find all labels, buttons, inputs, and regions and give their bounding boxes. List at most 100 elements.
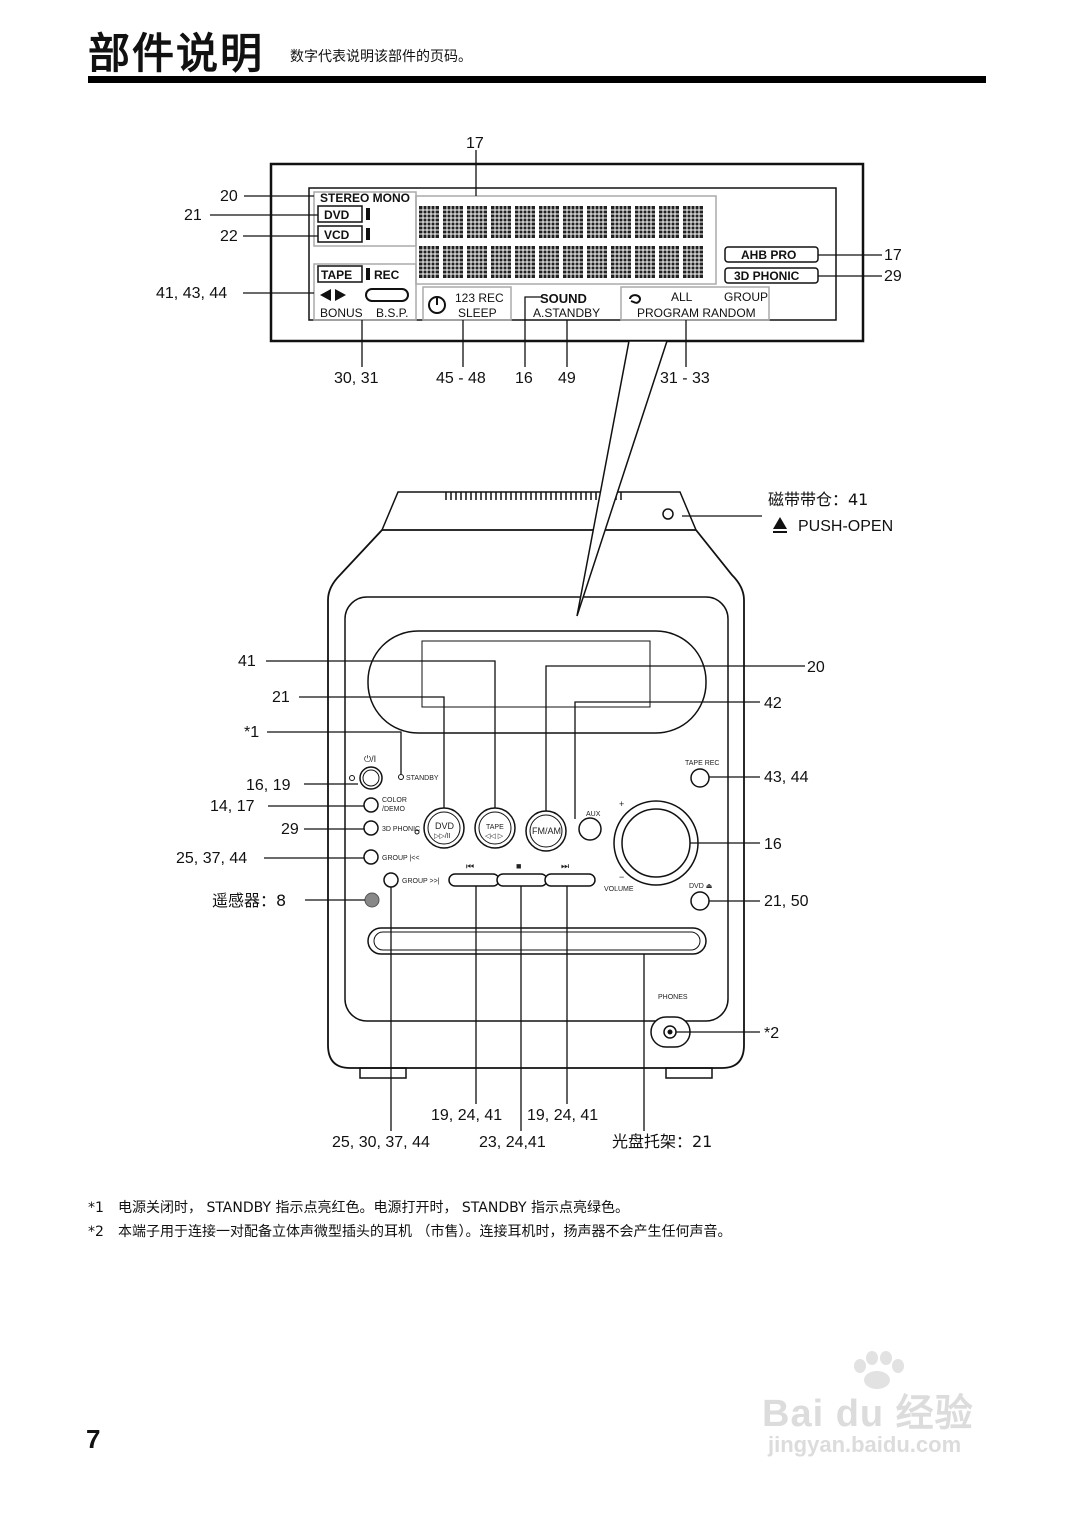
disc-tray-label: 光盘托架：21 <box>612 1132 712 1151</box>
power-symbol-label: ⏻/I <box>364 754 376 764</box>
standby-label: STANDBY <box>406 775 439 782</box>
callout-skip-prev: 19, 24, 41 <box>431 1107 502 1124</box>
standby-lamp <box>398 774 404 780</box>
callout-3d-phonic: 29 <box>884 268 902 285</box>
page-number: 7 <box>86 1424 101 1454</box>
disc-tray[interactable] <box>367 927 707 955</box>
color-demo-label-2: /DEMO <box>382 806 406 813</box>
dvd-button-sublabel: ▷▷/II <box>434 833 451 840</box>
tape-button-sublabel: ◁◁ ▷ <box>485 833 504 840</box>
dot-matrix-cell <box>539 246 559 278</box>
volume-knob[interactable] <box>621 808 691 878</box>
skip-next-button[interactable] <box>544 873 596 887</box>
aux-button[interactable] <box>578 817 602 841</box>
3d-phonic-button[interactable] <box>363 820 379 836</box>
callout-fm-am: 20 <box>807 659 825 676</box>
dvd-eject-button[interactable] <box>690 891 710 911</box>
dot-matrix-cell <box>683 246 703 278</box>
tape-compartment-label: 磁带带仓：41 <box>768 490 868 509</box>
dot-matrix-cell <box>467 206 487 238</box>
dvd-indicator: DVD <box>324 208 350 222</box>
callout-dvd-eject: 21, 50 <box>764 893 809 910</box>
tape-rec-button[interactable] <box>690 768 710 788</box>
dot-matrix-cell <box>587 246 607 278</box>
dot-matrix-cell <box>659 206 679 238</box>
watermark-brand: Bai du 经验 <box>762 1393 974 1435</box>
display-window <box>367 630 707 734</box>
callout-color-demo: 14, 17 <box>210 798 255 815</box>
callout-skip-next: 19, 24, 41 <box>527 1107 598 1124</box>
stereo-mono-indicator: STEREO MONO <box>320 191 410 205</box>
callout-17-top: 17 <box>466 135 484 152</box>
callout-a-standby: 49 <box>558 370 576 387</box>
watermark-url: jingyan.baidu.com <box>768 1432 962 1457</box>
fm-am-label: FM/AM <box>532 826 561 836</box>
page-subtitle: 数字代表说明该部件的页码。 <box>290 49 472 65</box>
3d-phonic-indicator: 3D PHONIC <box>734 269 800 283</box>
callout-ahb-pro: 17 <box>884 247 902 264</box>
stop-button[interactable] <box>496 873 548 887</box>
bsp-indicator: B.S.P. <box>376 306 408 320</box>
callout-sleep: 45 - 48 <box>436 370 486 387</box>
push-open-button[interactable] <box>662 508 674 520</box>
stop-icon: ■ <box>516 861 521 871</box>
remote-sensor-label: 遥感器：8 <box>212 891 286 910</box>
dot-matrix-cell <box>563 246 583 278</box>
repeat-icon <box>629 294 641 304</box>
tape-indicator: TAPE <box>321 268 352 282</box>
dot-matrix-cell <box>443 246 463 278</box>
volume-plus-label: + <box>619 799 624 809</box>
dot-matrix-cell <box>659 246 679 278</box>
main-unit: ⏻/I STANDBY COLOR /DEMO 3D PHONIC GROUP … <box>327 491 745 1079</box>
dot-matrix-cell <box>515 206 535 238</box>
dot-matrix-cell <box>419 246 439 278</box>
callout-tape-indicator: 41, 43, 44 <box>156 285 227 302</box>
baidu-paw-logo <box>854 1351 904 1389</box>
dot-matrix-cell <box>419 206 439 238</box>
3d-phonic-label: 3D PHONIC <box>382 826 420 833</box>
eject-icon <box>773 517 787 529</box>
color-demo-label-1: COLOR <box>382 797 407 804</box>
sound-indicator: SOUND <box>540 291 587 306</box>
aux-label: AUX <box>586 811 601 818</box>
tape-rec-label: TAPE REC <box>685 760 720 767</box>
tape-compartment[interactable] <box>380 491 698 531</box>
dot-matrix-cell <box>635 246 655 278</box>
dot-matrix-cell <box>587 206 607 238</box>
forward-arrow-icon <box>335 289 346 301</box>
callout-program: 31 - 33 <box>660 370 710 387</box>
callout-group-prev: 25, 37, 44 <box>176 850 247 867</box>
dot-matrix-cell <box>491 206 511 238</box>
bonus-indicator: BONUS <box>320 306 363 320</box>
skip-prev-button[interactable] <box>448 873 500 887</box>
title-rule <box>88 76 986 83</box>
group-prev-label: GROUP |<< <box>382 855 419 862</box>
reverse-mode-icon <box>365 288 409 302</box>
reverse-arrow-icon <box>320 289 331 301</box>
phones-label: PHONES <box>658 994 688 1001</box>
callout-dvd-button: 21 <box>272 689 290 706</box>
callout-aux: 42 <box>764 695 782 712</box>
volume-label: VOLUME <box>604 886 634 893</box>
display-closeup: STEREO MONO DVD VCD TAPE REC BONUS B.S.P… <box>156 135 902 387</box>
group-next-button[interactable] <box>383 872 399 888</box>
group-prev-button[interactable] <box>363 849 379 865</box>
skip-prev-icon: ⏮ <box>466 861 474 871</box>
volume-minus-label: − <box>619 872 624 882</box>
group-indicator: GROUP <box>724 290 768 304</box>
group-next-label: GROUP >>| <box>402 878 440 885</box>
program-random-indicator: PROGRAM RANDOM <box>637 306 756 320</box>
callout-sound: 16 <box>515 370 533 387</box>
all-indicator: ALL <box>671 290 693 304</box>
dvd-button-label: DVD <box>435 821 455 831</box>
page-title: 部件说明 <box>88 29 265 78</box>
callout-3d-phonic-button: 29 <box>281 821 299 838</box>
dvd-eject-label: DVD ⏏ <box>689 883 712 890</box>
dot-matrix-cell <box>563 206 583 238</box>
skip-next-icon: ⏭ <box>561 861 569 871</box>
sleep-indicator: SLEEP <box>458 306 497 320</box>
color-demo-button[interactable] <box>363 797 379 813</box>
